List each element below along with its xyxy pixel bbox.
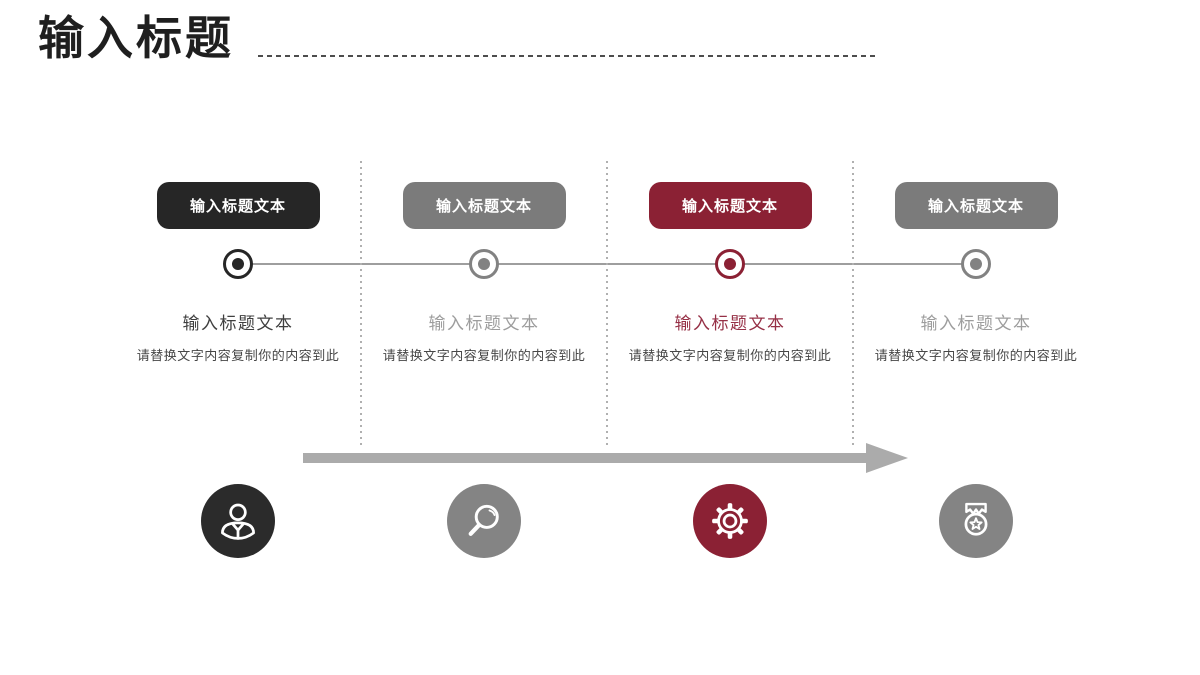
title-dashed-line <box>258 55 877 57</box>
node-dot <box>724 258 736 270</box>
icon-cell-4 <box>853 484 1099 558</box>
flow-arrow-head <box>866 443 908 473</box>
gear-icon <box>693 484 767 558</box>
timeline-node-4 <box>961 249 991 279</box>
page-title: 输入标题 <box>38 11 234 65</box>
step-1-title-button[interactable]: 输入标题文本 <box>156 182 320 229</box>
node-dot <box>232 258 244 270</box>
timeline-steps: 输入标题文本 输入标题文本 请替换文字内容复制你的内容到此 输入标题文本 输入标… <box>115 160 1099 364</box>
step-2-heading: 输入标题文本 <box>428 314 540 333</box>
step-2-title-button[interactable]: 输入标题文本 <box>402 182 566 229</box>
column-separator <box>852 161 854 448</box>
step-2-body-text: 请替换文字内容复制你的内容到此 <box>382 348 586 363</box>
step-1-body-text: 请替换文字内容复制你的内容到此 <box>136 348 340 363</box>
user-icon <box>201 484 275 558</box>
step-1-heading: 输入标题文本 <box>182 314 294 333</box>
column-separator <box>606 161 608 448</box>
step-4-title-button[interactable]: 输入标题文本 <box>894 182 1058 229</box>
node-dot <box>970 258 982 270</box>
flow-arrow-shaft <box>303 453 866 463</box>
icon-cell-2 <box>361 484 607 558</box>
icon-cell-3 <box>607 484 853 558</box>
icons-row <box>115 484 1099 558</box>
step-3-body-text: 请替换文字内容复制你的内容到此 <box>628 348 832 363</box>
node-dot <box>478 258 490 270</box>
step-3-heading: 输入标题文本 <box>674 314 786 333</box>
medal-icon <box>939 484 1013 558</box>
step-4-heading: 输入标题文本 <box>920 314 1032 333</box>
step-3-title-button[interactable]: 输入标题文本 <box>648 182 812 229</box>
timeline-node-3 <box>715 249 745 279</box>
step-4-body-text: 请替换文字内容复制你的内容到此 <box>874 348 1078 363</box>
icon-cell-1 <box>115 484 361 558</box>
timeline-step-2: 输入标题文本 输入标题文本 请替换文字内容复制你的内容到此 <box>361 160 607 364</box>
timeline-step-1: 输入标题文本 输入标题文本 请替换文字内容复制你的内容到此 <box>115 160 361 364</box>
search-icon <box>447 484 521 558</box>
timeline-step-4: 输入标题文本 输入标题文本 请替换文字内容复制你的内容到此 <box>853 160 1099 364</box>
column-separator <box>360 161 362 448</box>
timeline-node-2 <box>469 249 499 279</box>
timeline-node-1 <box>223 249 253 279</box>
timeline-step-3: 输入标题文本 输入标题文本 请替换文字内容复制你的内容到此 <box>607 160 853 364</box>
